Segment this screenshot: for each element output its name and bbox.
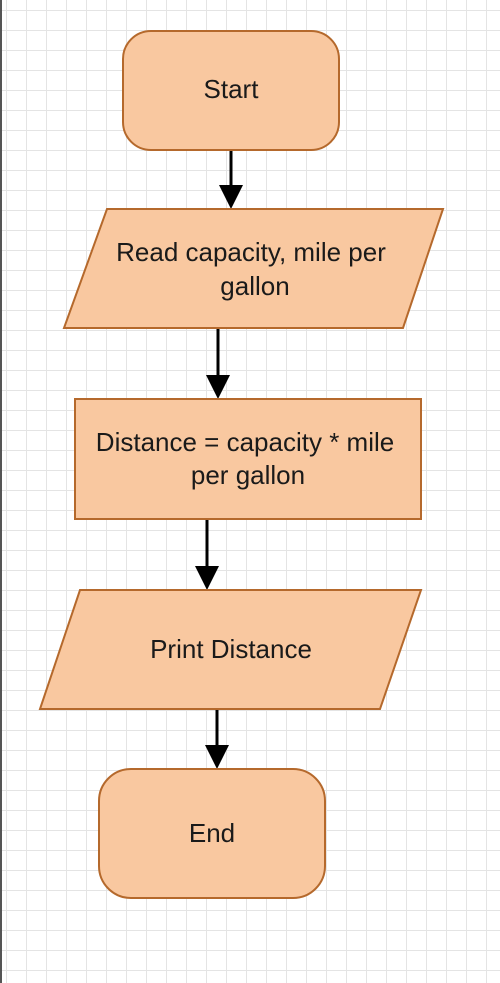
connector-start-to-read xyxy=(219,150,243,209)
start-label: Start xyxy=(204,74,260,104)
canvas-left-border xyxy=(0,0,2,983)
compute-distance-process-shape xyxy=(74,398,422,520)
print-output-parallelogram-shape xyxy=(38,589,423,710)
connector-compute-to-print xyxy=(195,519,219,590)
read-input-label-line2: gallon xyxy=(220,271,289,301)
compute-distance-label-line1: Distance = capacity * mile xyxy=(96,427,394,457)
print-output-node[interactable]: Print Distance xyxy=(38,589,423,710)
end-terminator-shape xyxy=(98,768,326,899)
read-input-node[interactable]: Read capacity, mile per gallon xyxy=(62,208,445,329)
end-label: End xyxy=(189,818,235,848)
connector-read-to-compute xyxy=(206,328,230,399)
read-input-label-line1: Read capacity, mile per xyxy=(116,237,386,267)
start-terminator-shape xyxy=(122,30,340,151)
compute-distance-label-line2: per gallon xyxy=(191,460,305,490)
compute-distance-node[interactable]: Distance = capacity * mile per gallon xyxy=(74,398,422,520)
print-output-label: Print Distance xyxy=(150,634,312,664)
connector-print-to-end xyxy=(205,709,229,769)
start-node[interactable]: Start xyxy=(122,30,340,151)
end-node[interactable]: End xyxy=(98,768,326,899)
read-input-parallelogram-shape xyxy=(62,208,445,329)
